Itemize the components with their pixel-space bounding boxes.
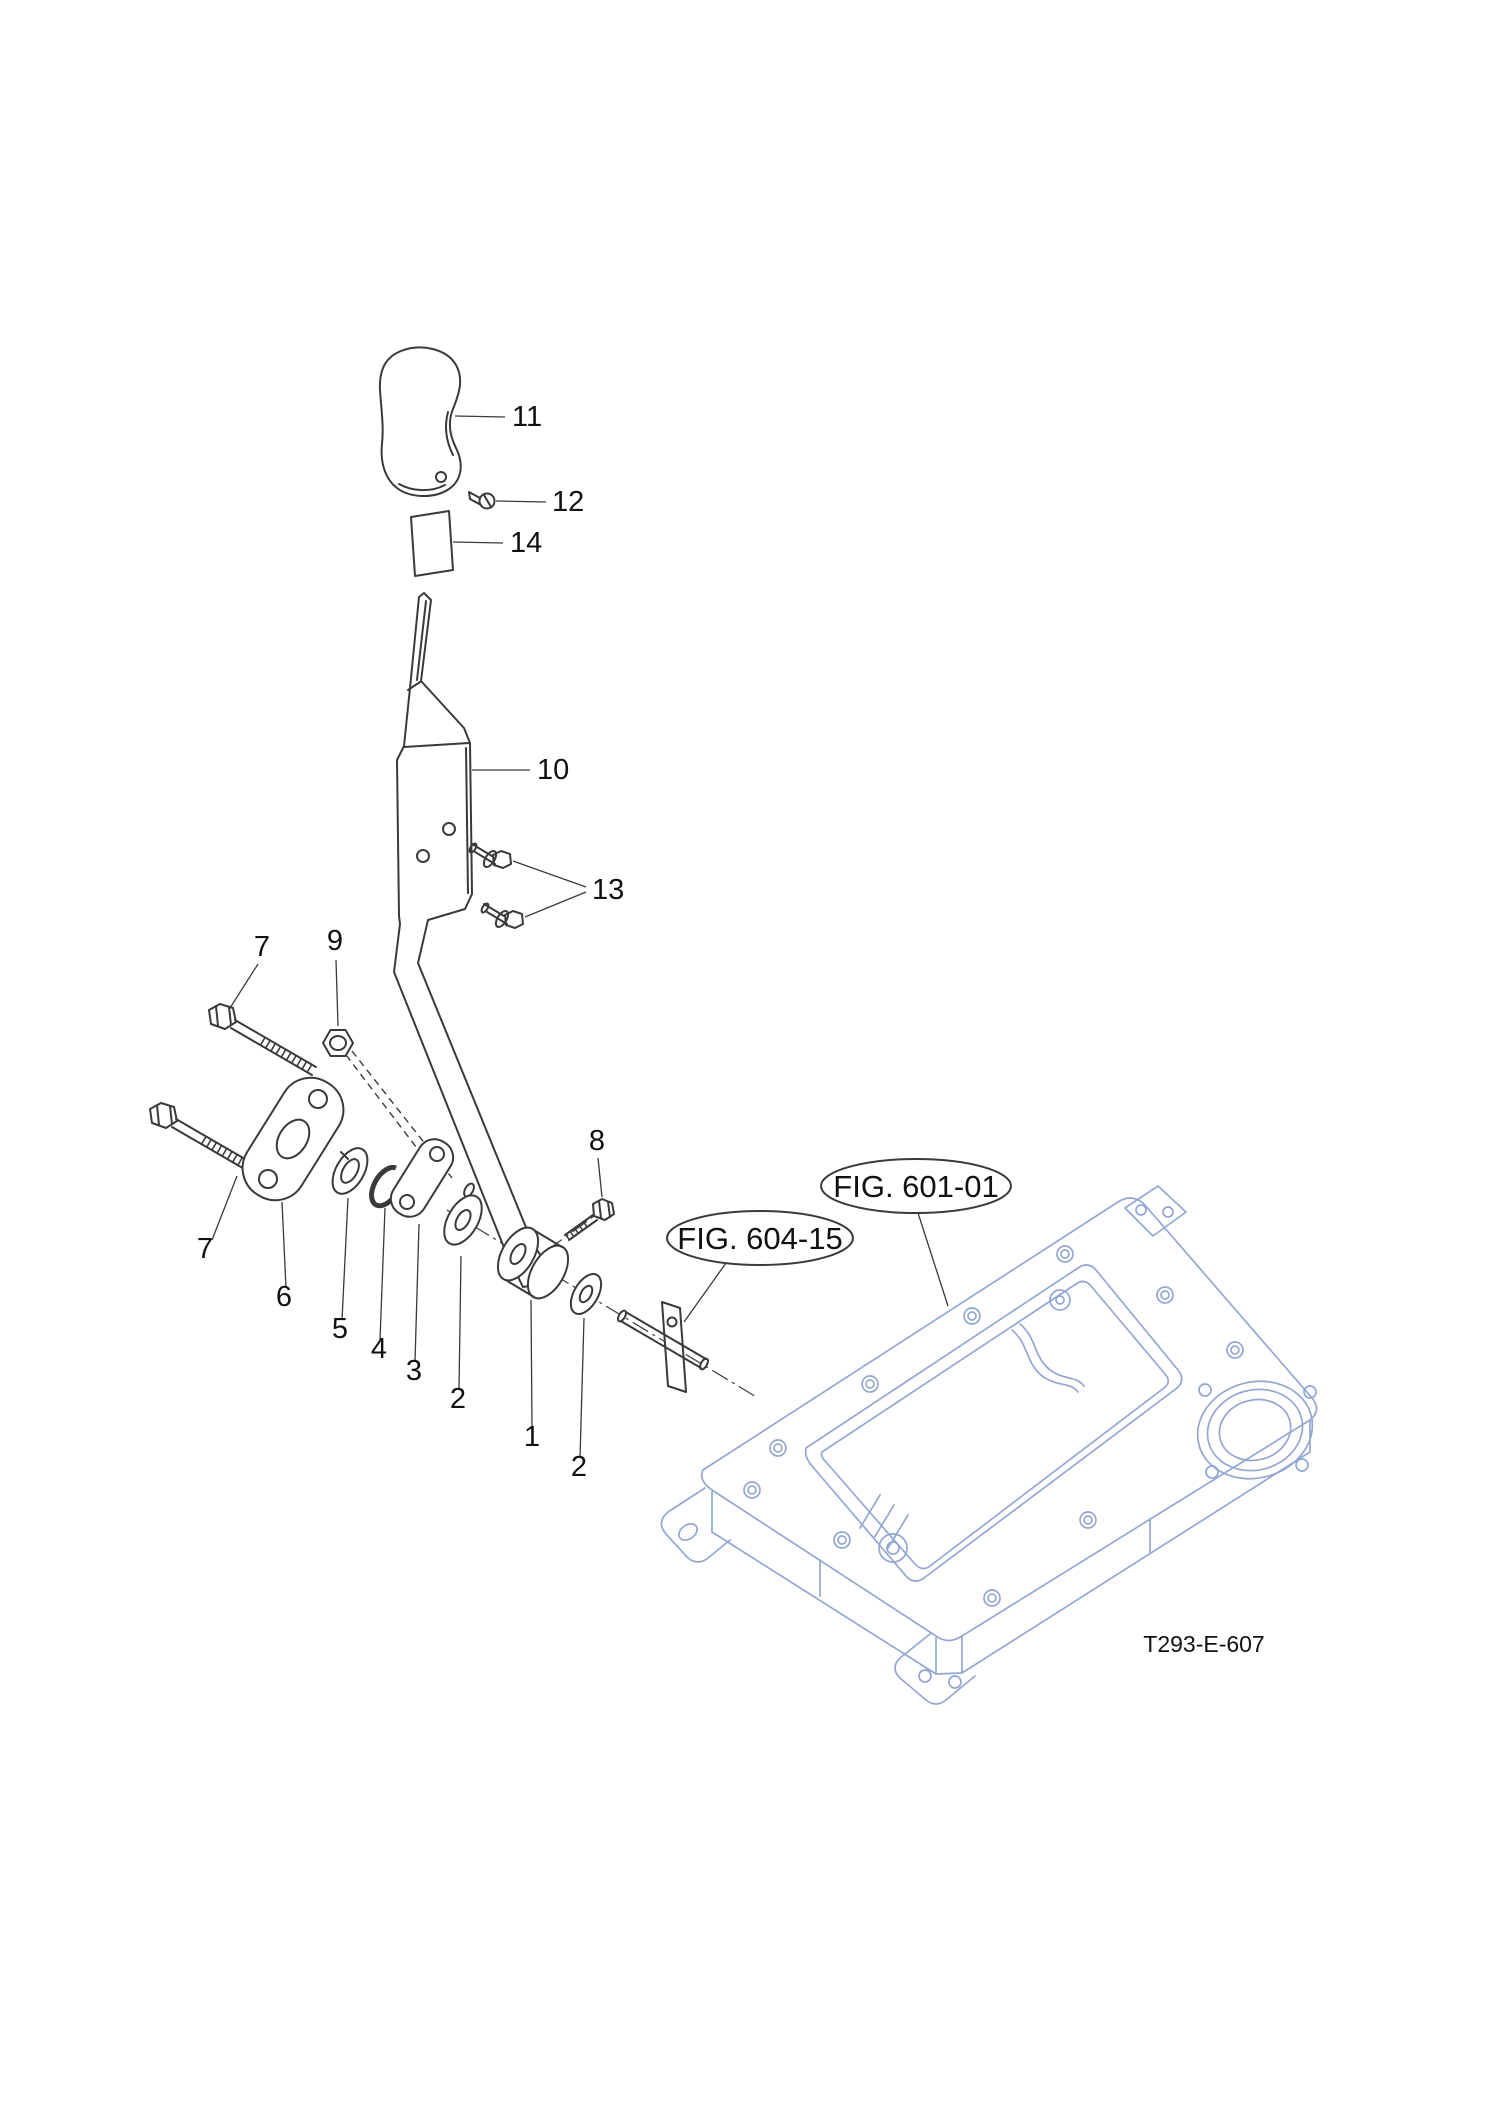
part-label-12: 12 bbox=[552, 486, 584, 518]
flange-plate bbox=[241, 1076, 345, 1202]
figure-ref-604-15: FIG. 604-15 bbox=[666, 1210, 854, 1266]
knob-set-screw bbox=[468, 491, 496, 510]
part-label-7-lower: 7 bbox=[197, 1233, 213, 1265]
part-label-3: 3 bbox=[406, 1355, 422, 1387]
washer-left bbox=[443, 1194, 483, 1246]
part-label-10: 10 bbox=[537, 754, 569, 786]
part-label-4: 4 bbox=[371, 1333, 387, 1365]
seal-washer bbox=[331, 1147, 369, 1195]
drawing-code: T293-E-607 bbox=[1143, 1631, 1264, 1657]
part-label-13: 13 bbox=[592, 874, 624, 906]
part-label-1: 1 bbox=[524, 1421, 540, 1453]
hex-bolt-lower bbox=[149, 1102, 258, 1175]
part-label-6: 6 bbox=[276, 1281, 292, 1313]
part-number-labels: 11 12 14 10 13 7 9 7 6 5 4 3 2 1 2 8 bbox=[197, 401, 624, 1483]
link-plate bbox=[389, 1138, 455, 1218]
washer-right bbox=[569, 1273, 603, 1315]
pivot-bolt bbox=[564, 1198, 615, 1241]
part-label-5: 5 bbox=[332, 1313, 348, 1345]
pivot-pin-bracket bbox=[617, 1301, 709, 1393]
lever-mount-bolts bbox=[468, 842, 524, 929]
part-label-2-left: 2 bbox=[450, 1383, 466, 1415]
gear-shift-knob bbox=[378, 346, 462, 497]
part-label-14: 14 bbox=[510, 527, 542, 559]
leader-lines bbox=[211, 415, 949, 1459]
part-label-9: 9 bbox=[327, 925, 343, 957]
figure-ref-label: FIG. 601-01 bbox=[833, 1169, 998, 1204]
transmission-cover-drawing bbox=[660, 1185, 1318, 1705]
part-label-7-upper: 7 bbox=[254, 931, 270, 963]
figure-ref-601-01: FIG. 601-01 bbox=[820, 1158, 1012, 1214]
part-label-8: 8 bbox=[589, 1125, 605, 1157]
hex-nut bbox=[322, 1029, 354, 1057]
figure-ref-label: FIG. 604-15 bbox=[677, 1221, 842, 1256]
roller bbox=[496, 1226, 570, 1300]
hex-bolt-upper bbox=[208, 1003, 317, 1076]
knob-plate bbox=[410, 510, 454, 577]
part-label-2-right: 2 bbox=[571, 1451, 587, 1483]
part-label-11: 11 bbox=[512, 401, 542, 433]
